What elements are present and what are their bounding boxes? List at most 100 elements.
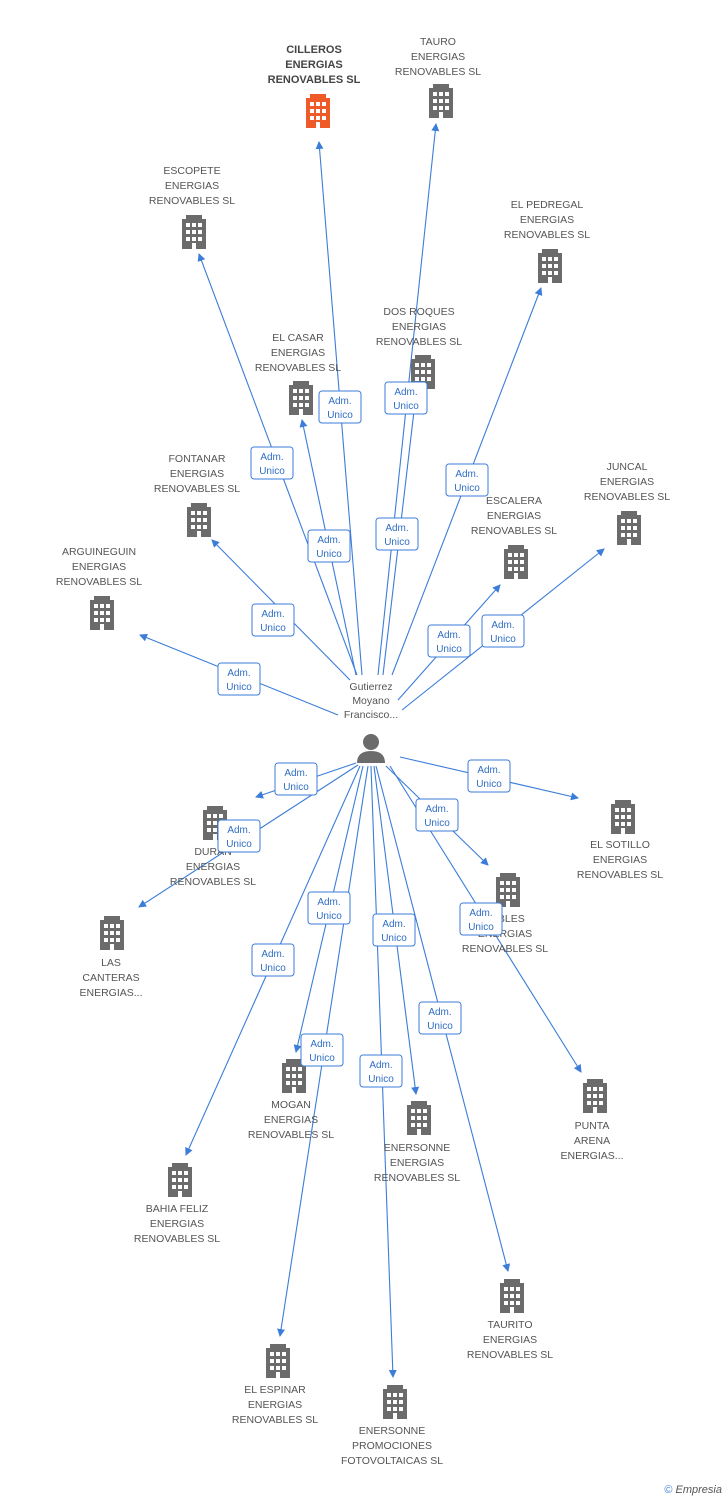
edge-label-box [418, 1001, 462, 1035]
edge-label-box [307, 891, 351, 925]
company-name-line: ENERGIAS [150, 1218, 204, 1230]
edge-label-box [217, 819, 261, 853]
person-name-line-2: Moyano [352, 695, 390, 707]
company-name-line: RENOVABLES SL [232, 1414, 318, 1426]
edge-label-puntaarena[interactable]: Adm.Unico [459, 902, 503, 936]
edge-label-duran[interactable]: Adm.Unico [274, 762, 318, 796]
edge-label-cilleros[interactable]: Adm. Unico [318, 390, 362, 424]
edge-label-box [250, 446, 294, 480]
company-name-line: RENOVABLES SL [154, 483, 240, 495]
company-name-line: EL ESPINAR [244, 1384, 306, 1396]
edge-label-text: Adm. [261, 949, 284, 960]
company-name-line: RENOVABLES SL [56, 576, 142, 588]
edge-label-box [375, 517, 419, 551]
building-icon [306, 94, 330, 128]
company-name-line: ENERSONNE [384, 1142, 451, 1154]
center-person[interactable]: Gutierrez Moyano Francisco... [344, 681, 398, 763]
company-name-line: RENOVABLES SL [395, 66, 481, 78]
edge-label-text: Unico [260, 623, 286, 634]
edge-label-mogan[interactable]: Adm.Unico [307, 891, 351, 925]
edge-label-elespinar[interactable]: Adm.Unico [300, 1033, 344, 1067]
edge-label-bahiafeliz[interactable]: Adm. Unico [251, 943, 295, 977]
edge-label-text: Adm. [369, 1060, 392, 1071]
company-name-line: ENERGIAS [483, 1334, 537, 1346]
company-name-line: RENOVABLES SL [504, 229, 590, 241]
company-name-line: CILLEROS [286, 44, 342, 56]
edge-label-enersonne[interactable]: Adm.Unico [372, 913, 416, 947]
edge-label-text: Adm. [455, 469, 478, 480]
edge-label-box [318, 390, 362, 424]
copyright-icon: © [664, 1484, 673, 1496]
company-name-line: FONTANAR [169, 453, 226, 465]
company-node-puntaarena[interactable]: PUNTAARENAENERGIAS... [560, 1079, 624, 1162]
edge-label-box [467, 759, 511, 793]
company-name-line: ENERGIAS [271, 347, 325, 359]
edge-label-text: Adm. [328, 396, 351, 407]
company-name-line: ARENA [574, 1135, 610, 1147]
company-name-line: RENOVABLES SL [374, 1172, 460, 1184]
edge-label-taurito[interactable]: Adm.Unico [418, 1001, 462, 1035]
company-name-line: ESCALERA [486, 495, 542, 507]
edge-label-elpedregal[interactable]: Adm.Unico [445, 463, 489, 497]
building-icon [611, 800, 635, 834]
company-name-line: ENERGIAS... [560, 1150, 623, 1162]
edge-label-box [459, 902, 503, 936]
person-name-line-3: Francisco... [344, 709, 398, 721]
company-node-lascanteras[interactable]: LASCANTERASENERGIAS... [79, 916, 143, 999]
edge-label-text: Unico [327, 410, 353, 421]
company-name-line: ENERGIAS [411, 51, 465, 63]
edge-label-tables[interactable]: Adm.Unico [415, 798, 459, 832]
company-name-line: ENERGIAS [600, 476, 654, 488]
edge-label-escopete[interactable]: Adm.Unico [250, 446, 294, 480]
edge-label-arguineguin[interactable]: Adm.Unico [217, 662, 261, 696]
company-name-line: RENOVABLES SL [471, 525, 557, 537]
edge-label-enersonnepromo[interactable]: Adm.Unico [359, 1054, 403, 1088]
company-name-line: TAURITO [487, 1319, 532, 1331]
company-name-line: RENOVABLES SL [170, 876, 256, 888]
building-icon [100, 916, 124, 950]
edge-label-text: Unico [381, 933, 407, 944]
edge-label-lascanteras[interactable]: Adm. Unico [217, 819, 261, 853]
edge-label-juncal[interactable]: Adm.Unico [481, 614, 525, 648]
edge-label-elcasar[interactable]: Adm.Unico [307, 529, 351, 563]
building-icon [90, 596, 114, 630]
edge-label-elsotillo[interactable]: Adm.Unico [467, 759, 511, 793]
edge-label-text: Unico [226, 839, 252, 850]
edge-label-dosroques[interactable]: Adm.Unico [375, 517, 419, 551]
edge-label-text: Unico [316, 911, 342, 922]
edge-label-text: Unico [260, 963, 286, 974]
company-name-line: LAS [101, 957, 121, 969]
edge-label-text: Unico [436, 644, 462, 655]
edge-label-box [300, 1033, 344, 1067]
edge-label-text: Adm. [227, 825, 250, 836]
building-icon [168, 1163, 192, 1197]
edge-label-escalera[interactable]: Adm. Unico [427, 624, 471, 658]
edge-label-text: Adm. [437, 630, 460, 641]
footer-brand[interactable]: © Empresia [664, 1484, 722, 1496]
edge-label-fontanar[interactable]: Adm.Unico [251, 603, 295, 637]
company-name-line: CANTERAS [82, 972, 139, 984]
company-name-line: DOS ROQUES [383, 306, 454, 318]
edge-label-text: Unico [468, 922, 494, 933]
edge-label-tauro[interactable]: Adm.Unico [384, 381, 428, 415]
edge-label-text: Unico [427, 1021, 453, 1032]
edge-label-box [445, 463, 489, 497]
